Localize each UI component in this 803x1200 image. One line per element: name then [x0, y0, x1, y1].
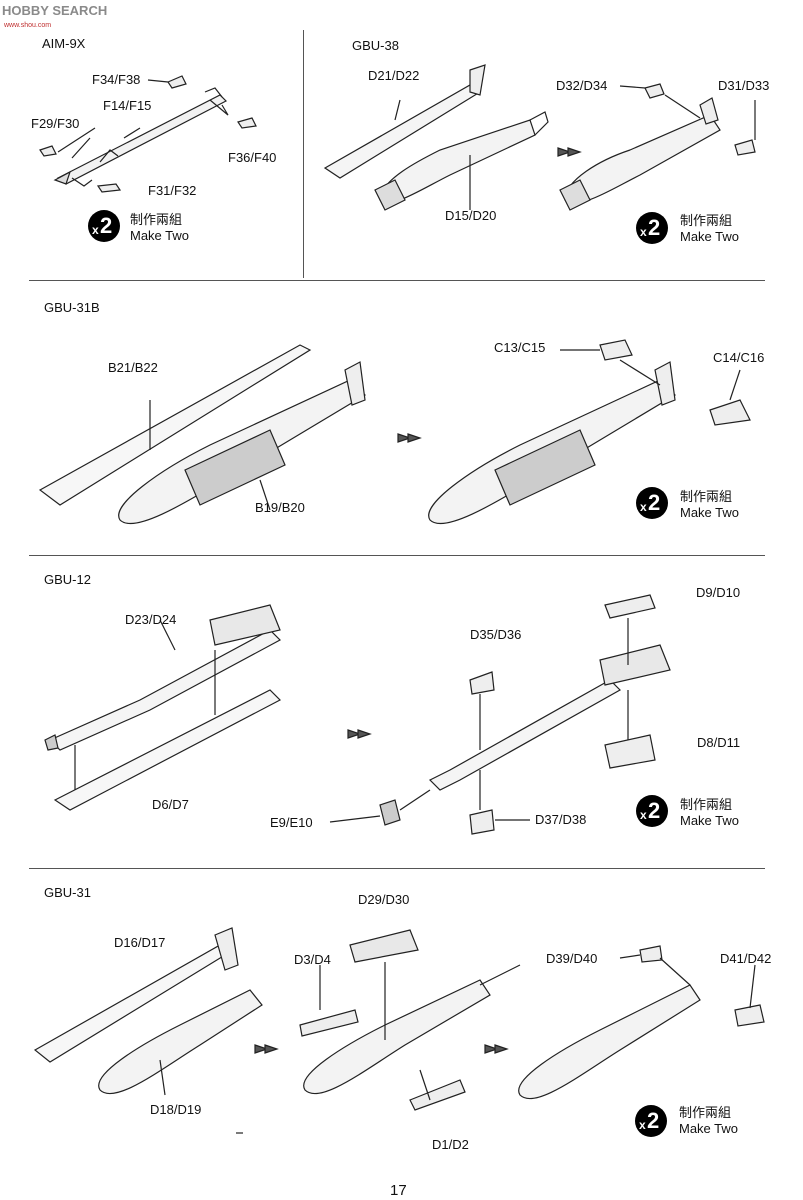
- gbu31b-assembly-drawing: [38, 344, 422, 525]
- part-label: D3/D4: [294, 952, 331, 967]
- gbu31-title: GBU-31: [44, 885, 91, 900]
- gbu12-title: GBU-12: [44, 572, 91, 587]
- part-label: F31/F32: [148, 183, 197, 198]
- part-label: F29/F30: [31, 116, 80, 131]
- gbu31-result-drawing: [518, 945, 765, 1100]
- divider-1: [29, 280, 765, 281]
- gbu31b-title: GBU-31B: [44, 300, 100, 315]
- gbu31-assembly-drawing: [33, 927, 279, 1096]
- gbu38-title: GBU-38: [352, 38, 399, 53]
- part-label: F14/F15: [103, 98, 152, 113]
- part-label: D15/D20: [445, 208, 497, 223]
- part-label: D41/D42: [720, 951, 772, 966]
- part-label: F36/F40: [228, 150, 277, 165]
- aim9x-missile-drawing: [39, 75, 257, 193]
- part-label: D31/D33: [718, 78, 770, 93]
- part-label: D1/D2: [432, 1137, 469, 1152]
- part-label: D6/D7: [152, 797, 189, 812]
- part-label: B19/B20: [255, 500, 305, 515]
- gbu31b-result-drawing: [428, 339, 751, 525]
- gbu38-assembly-drawing: [323, 64, 549, 211]
- divider-2: [29, 555, 765, 556]
- part-label: D23/D24: [125, 612, 177, 627]
- aim9x-title: AIM-9X: [42, 36, 86, 51]
- gbu38-result-drawing: [557, 83, 756, 211]
- page-number: 17: [390, 1182, 407, 1199]
- part-label: D18/D19: [150, 1102, 202, 1117]
- part-label: D9/D10: [696, 585, 741, 600]
- part-label: D8/D11: [697, 735, 741, 750]
- gbu31-mid-drawing: [299, 929, 521, 1111]
- divider-3: [29, 868, 765, 869]
- gbu12-result-drawing: [329, 594, 671, 835]
- divider-vertical: [303, 30, 304, 278]
- part-label: D16/D17: [114, 935, 166, 950]
- part-label: D35/D36: [470, 627, 522, 642]
- part-label: C13/C15: [494, 340, 546, 355]
- part-label: D29/D30: [358, 892, 410, 907]
- watermark: HOBBY SEARCH: [2, 3, 108, 18]
- part-label: D39/D40: [546, 951, 598, 966]
- part-label: B21/B22: [108, 360, 158, 375]
- part-label: F34/F38: [92, 72, 141, 87]
- part-label: E9/E10: [270, 815, 313, 830]
- part-label: C14/C16: [713, 350, 765, 365]
- part-label: D37/D38: [535, 812, 587, 827]
- watermark-url: www.shou.com: [4, 22, 52, 29]
- part-label: D21/D22: [368, 68, 420, 83]
- gbu12-assembly-drawing: [44, 604, 372, 811]
- part-label: D32/D34: [556, 78, 608, 93]
